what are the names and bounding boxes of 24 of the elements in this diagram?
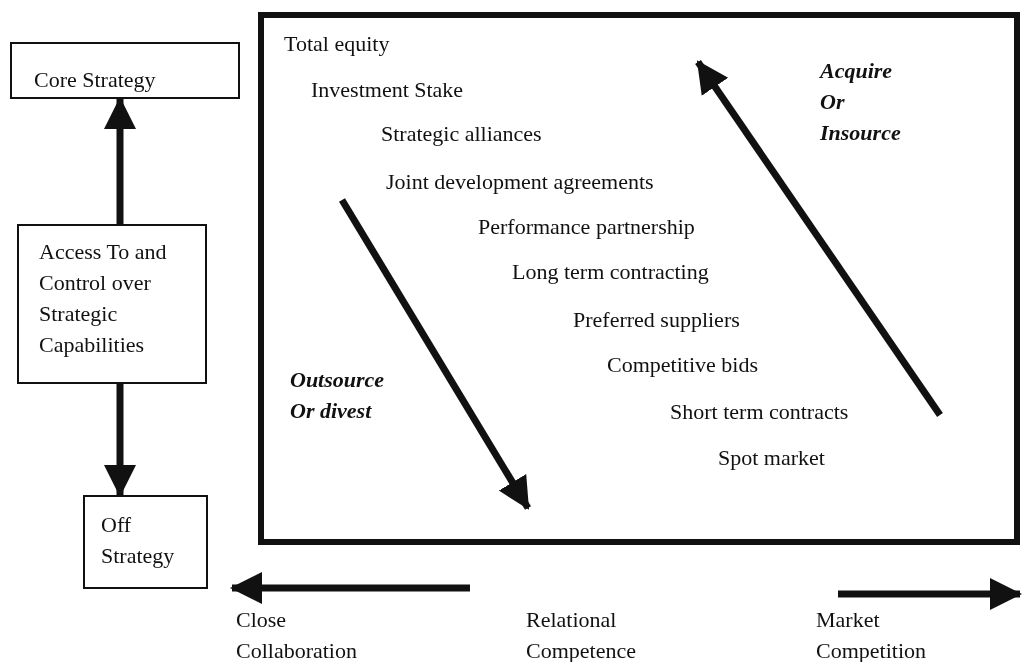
box-label: Core Strategy [34,66,157,94]
relationship-label: Spot market [718,444,825,472]
capabilities-box [17,224,207,384]
relationship-label: Joint development agreements [386,168,654,196]
arrow [104,384,136,497]
strategy-box [83,495,208,589]
axis-label: Close Collaboration [236,606,358,662]
relationship-label: Short term contracts [670,398,849,426]
axis-label: Relational Competence [526,606,637,662]
spectrum-frame [258,12,1020,545]
axis-label: Market Competition [816,606,927,662]
relationship-label: Total equity [284,30,390,58]
relationship-label: Investment Stake [311,76,464,104]
relationship-label: Long term contracting [512,258,709,286]
direction-label: Outsource Or divest [290,366,386,425]
relationship-label: Competitive bids [607,351,758,379]
relationship-label: Strategic alliances [381,120,542,148]
relationship-label: Performance partnership [478,213,695,241]
box-label: Access To and Control over Strategic Capabilities [39,238,168,359]
arrow [104,97,136,224]
strategy-box [10,42,240,99]
box-label: Off Strategy [101,511,176,570]
direction-label: Acquire Or Insource [820,57,902,147]
relationship-label: Preferred suppliers [573,306,740,334]
